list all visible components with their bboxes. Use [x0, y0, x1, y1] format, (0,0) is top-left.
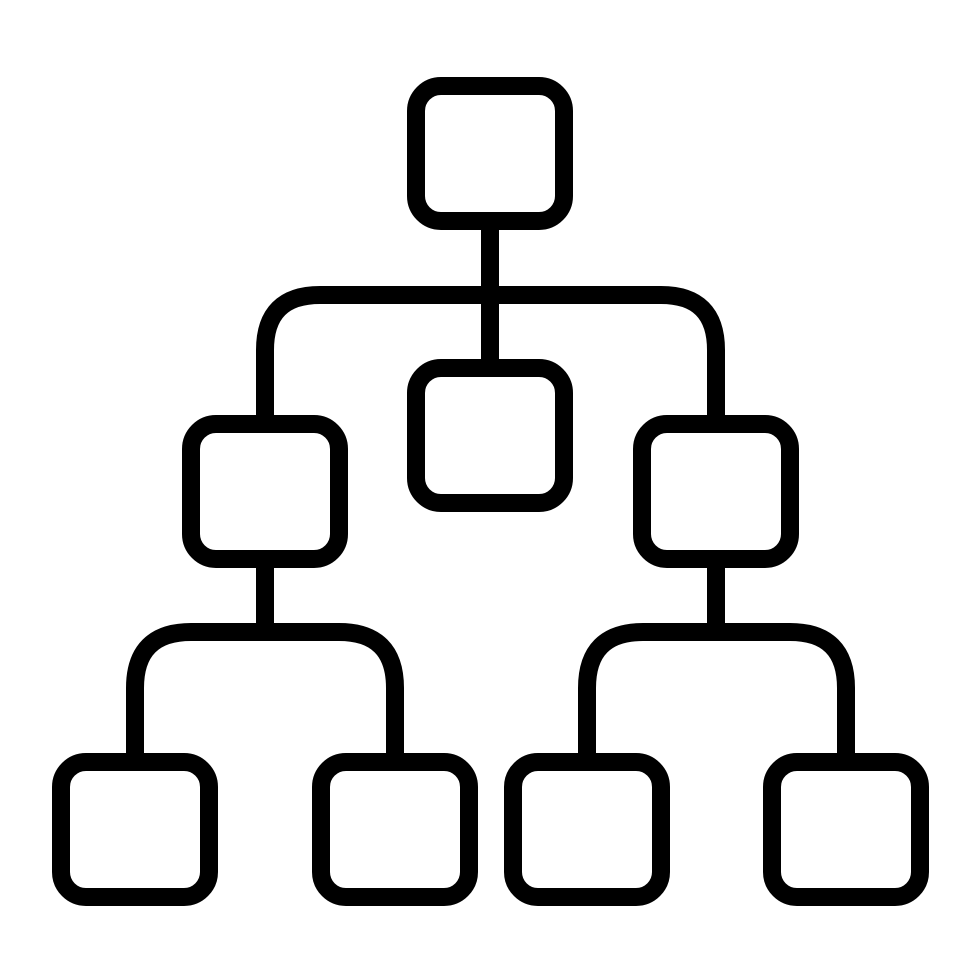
node-box-left-left [52, 753, 218, 906]
node-box-right-right [763, 753, 929, 906]
connector-root-bus [256, 286, 725, 424]
node-box-root [407, 77, 573, 230]
node-boxes [52, 77, 929, 906]
connector-lines [126, 221, 855, 762]
node-box-right-left [504, 753, 670, 906]
node-box-left [182, 415, 348, 568]
connector-left-bus [126, 623, 404, 762]
node-box-right [633, 415, 799, 568]
node-box-center [407, 359, 573, 512]
connector-right-bus [578, 623, 855, 762]
node-box-left-right [312, 753, 478, 906]
